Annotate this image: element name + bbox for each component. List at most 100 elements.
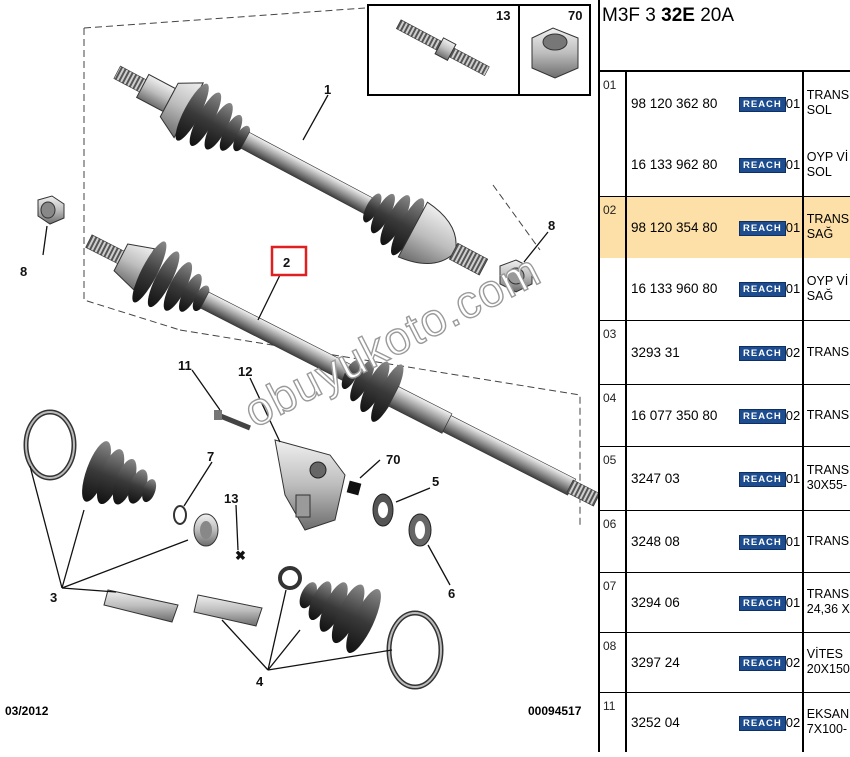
quantity: 01	[785, 281, 801, 297]
group-number: 04	[600, 383, 627, 446]
callout-3: 3	[50, 590, 57, 605]
group-number: 07	[600, 571, 627, 632]
ring-7	[173, 505, 187, 525]
description-line-1: TRANS	[806, 587, 850, 601]
rubber-pad	[346, 480, 362, 496]
panel-header: M3F 3 32E 20A	[600, 0, 850, 72]
reach-badge-label: REACH	[739, 534, 786, 550]
inset-label-70: 70	[568, 8, 582, 23]
bracket	[274, 439, 346, 531]
callout-2-box	[270, 245, 308, 277]
part-reference: 16 077 350 80	[626, 383, 739, 446]
part-reference: 3294 06	[626, 571, 739, 632]
description-line-1: TRANS	[806, 344, 850, 359]
group-number	[600, 258, 627, 320]
header-prefix: M3F 3	[602, 5, 662, 26]
description-line-1: EKSAN	[806, 707, 850, 722]
quantity: 02	[785, 631, 803, 692]
description-line-1: TRANS	[806, 88, 850, 102]
description-line-2: SOL	[806, 103, 832, 117]
header-suffix: 20A	[694, 5, 735, 26]
seal-6	[408, 513, 432, 547]
description: TRANS	[801, 319, 850, 384]
reach-badge-label: REACH	[739, 655, 786, 671]
group-number: 05	[600, 445, 627, 510]
callout-8-left: 8	[20, 264, 27, 279]
date-code: 03/2012	[5, 704, 49, 718]
callout-12: 12	[238, 364, 252, 379]
group-number: 01	[600, 72, 627, 134]
quantity: 01	[785, 195, 803, 258]
driveshaft-right	[85, 234, 601, 507]
description: TRANS	[801, 509, 850, 572]
reach-badge-label: REACH	[739, 595, 786, 611]
reach-badge: REACH	[739, 631, 786, 692]
description-line-1: VİTES	[806, 647, 843, 661]
callout-4: 4	[256, 674, 264, 689]
nut-left	[37, 195, 65, 225]
reach-badge: REACH	[739, 571, 786, 632]
description-line-2: SOL	[806, 164, 832, 179]
description: TRANS	[801, 383, 850, 446]
inset-box: 13 70	[367, 4, 591, 96]
reach-badge: REACH	[739, 258, 786, 320]
group-number: 06	[600, 509, 627, 572]
reach-badge: REACH	[739, 319, 786, 384]
reach-badge-label: REACH	[739, 408, 786, 424]
description-line-1: TRANS	[806, 533, 850, 548]
callout-13: 13	[224, 491, 238, 506]
x-mark: ✖	[235, 548, 246, 563]
callout-8-right: 8	[548, 218, 555, 233]
reach-badge-label: REACH	[739, 715, 786, 731]
quantity: 01	[785, 445, 803, 510]
header-bold: 32E	[661, 5, 695, 26]
description-line-2: 24,36 X	[806, 602, 850, 616]
description-line-2: 7X100-	[806, 722, 848, 737]
description-line-1: OYP Vİ	[806, 273, 849, 288]
reach-badge: REACH	[739, 134, 786, 196]
diagram-id: 00094517	[528, 704, 582, 718]
reach-badge: REACH	[739, 691, 786, 752]
description-line-2: 20X150	[806, 662, 850, 676]
part-reference: 3293 31	[626, 319, 739, 384]
description-line-1: TRANS	[806, 407, 850, 422]
callout-6: 6	[448, 586, 455, 601]
reach-badge: REACH	[739, 195, 786, 258]
nut-right	[499, 259, 533, 293]
description-line-1: TRANS	[806, 212, 850, 227]
part-reference: 98 120 362 80	[631, 95, 718, 111]
reach-badge-label: REACH	[739, 158, 786, 174]
inset-bolt	[395, 19, 490, 77]
inset-nut	[531, 27, 579, 79]
callout-5: 5	[432, 474, 439, 489]
callout-70: 70	[386, 452, 400, 467]
group-number	[600, 134, 627, 196]
description-line-2: SAĞ	[806, 288, 834, 303]
part-reference: 16 133 960 80	[631, 281, 718, 297]
group-number: 03	[600, 319, 627, 384]
callout-1: 1	[324, 82, 331, 97]
description-line-1: TRANS	[806, 463, 850, 477]
reach-badge-label: REACH	[739, 471, 786, 487]
description-line-2: 30X55-	[806, 478, 848, 492]
part-reference: 3297 24	[626, 631, 739, 692]
seal-5	[372, 493, 394, 527]
